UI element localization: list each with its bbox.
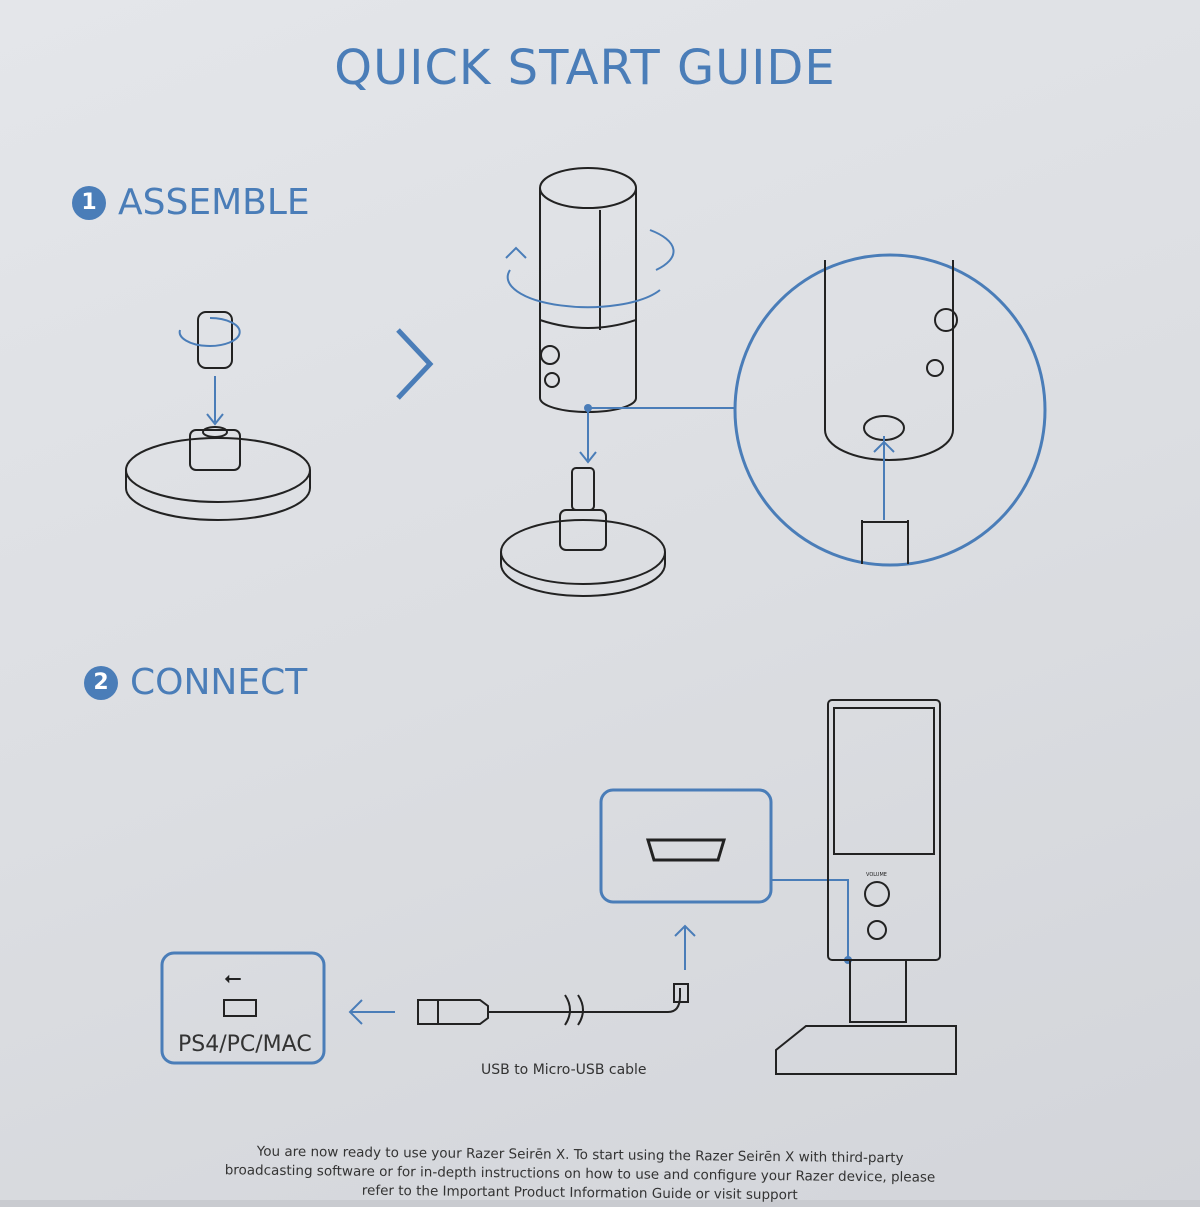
- zoom-detail-illustration: [733, 253, 1047, 567]
- step-label: CONNECT: [130, 662, 308, 703]
- cable-caption: USB to Micro-USB cable: [481, 1062, 647, 1078]
- chevron-right-icon: [396, 328, 434, 400]
- device-label: PS4/PC/MAC: [178, 1032, 312, 1057]
- step-number: 2: [84, 665, 118, 700]
- volume-label: VOLUME: [866, 872, 887, 878]
- connect-illustration: [160, 699, 957, 1075]
- step-number: 1: [72, 185, 106, 220]
- page-title: QUICK START GUIDE: [334, 40, 836, 96]
- usb-icon: ⭠: [224, 966, 242, 991]
- stand-base-illustration: [125, 311, 311, 521]
- footer-text: You are now ready to use your Razer Seir…: [200, 1142, 961, 1207]
- step-assemble: 1 ASSEMBLE: [72, 182, 310, 223]
- step-connect: 2 CONNECT: [84, 662, 307, 703]
- step-label: ASSEMBLE: [118, 182, 310, 223]
- microphone-illustration: [500, 167, 735, 597]
